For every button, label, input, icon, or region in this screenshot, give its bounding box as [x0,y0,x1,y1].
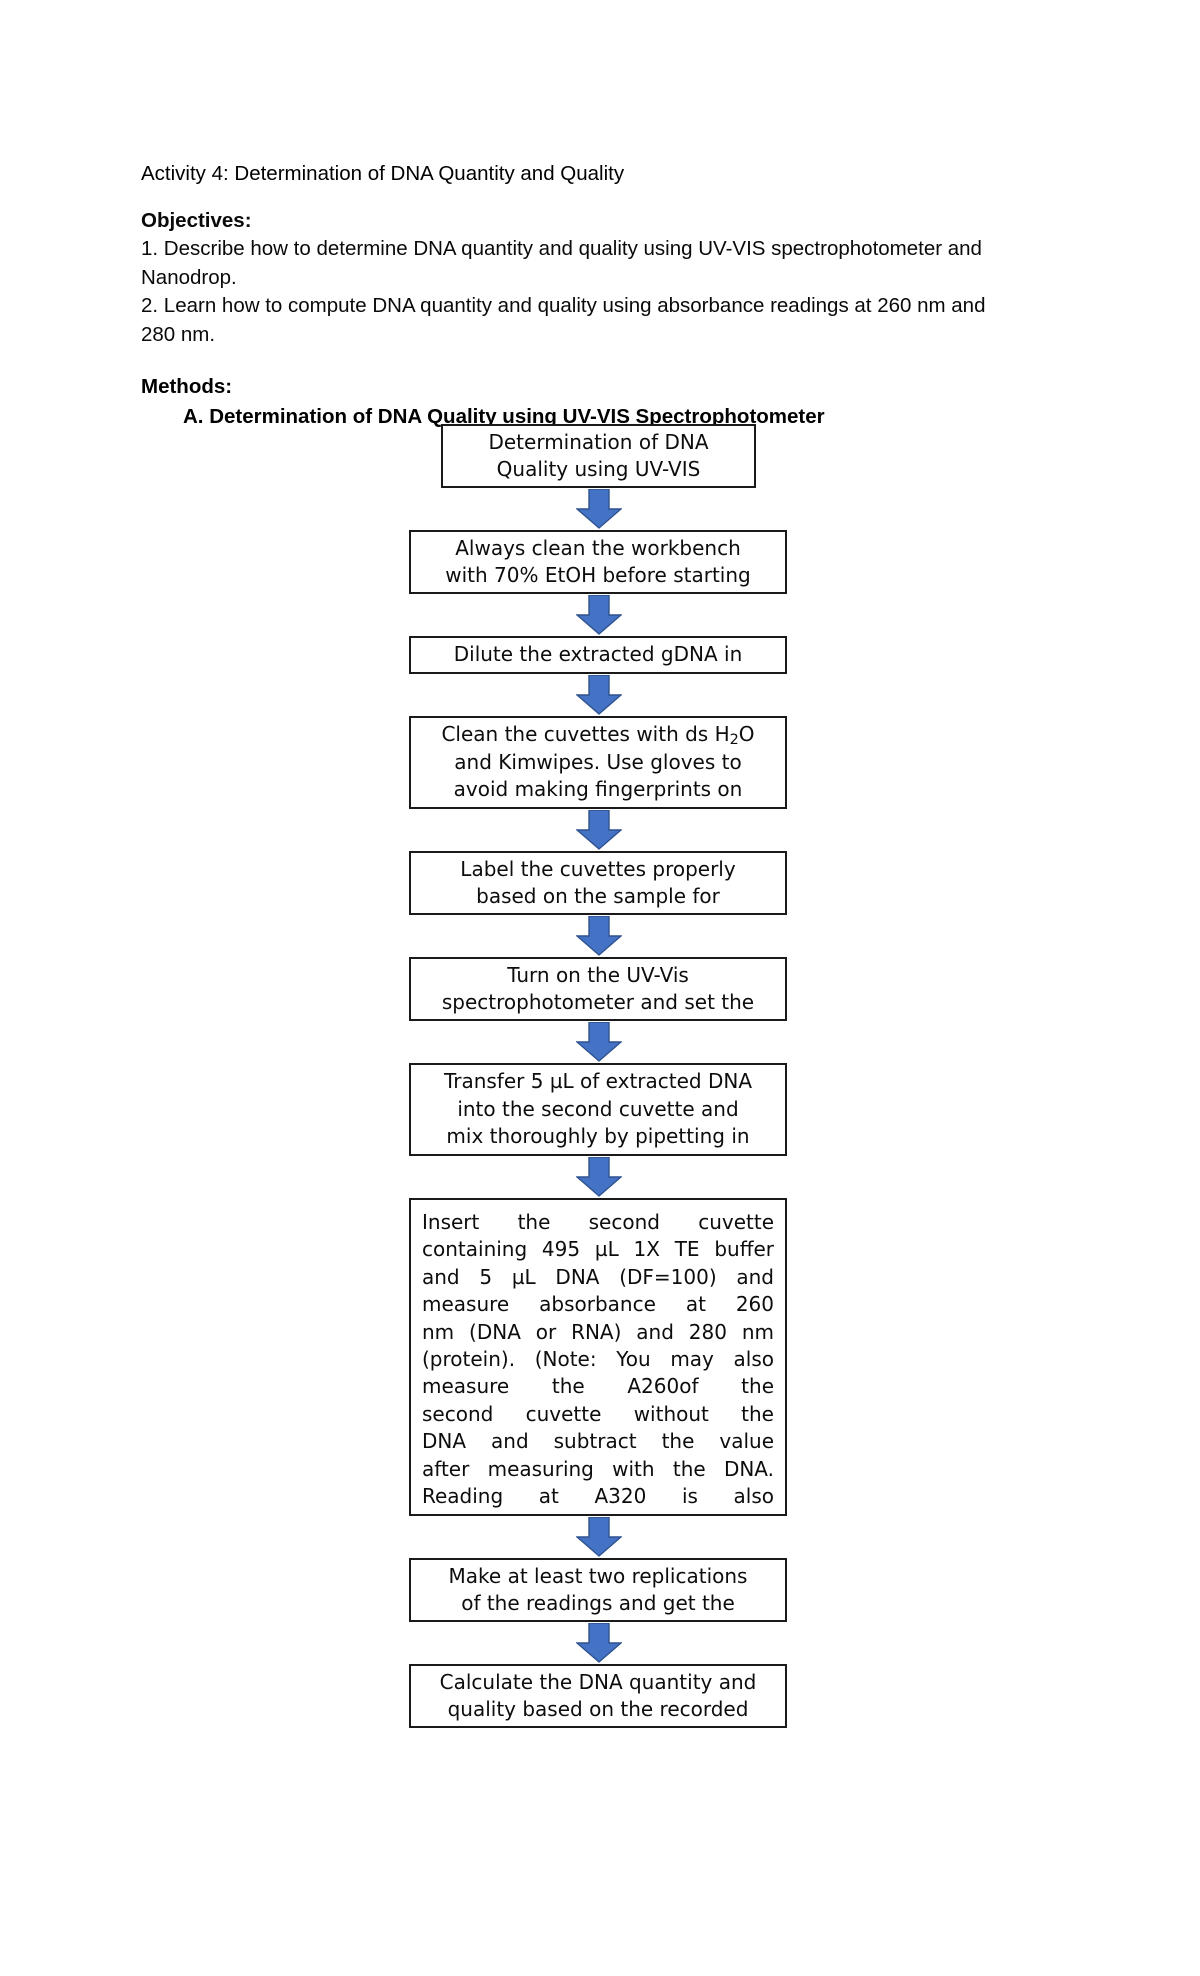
step-transfer-dna-line-3: mix thoroughly by pipetting in [446,1124,750,1149]
step-turn-on-spectrophotometer-label: Turn on the UV-Vis spectrophotometer and … [418,962,778,1017]
down-arrow-icon [576,810,622,850]
step-turn-on-spectrophotometer-line-1: Turn on the UV-Vis [507,962,689,987]
step-turn-on-spectrophotometer: Turn on the UV-Vis spectrophotometer and … [409,957,787,1021]
step-title-line-2: Quality using UV-VIS [496,457,701,481]
step-insert-cuvette-label: Insert the second cuvette containing 495 … [422,1209,774,1510]
step-replications: Make at least two replications of the rea… [409,1558,787,1622]
step-clean-workbench-line-2: with 70% EtOH before starting [445,563,751,587]
objective-item-2: 2. Learn how to compute DNA quantity and… [141,294,992,346]
step-calculate-line-2: quality based on the recorded [447,1697,749,1721]
step-insert-cuvette-line-11: Reading at A320 is also [422,1484,774,1509]
down-arrow-icon [576,1623,622,1663]
objectives-heading: Objectives: [141,208,252,232]
step-insert-cuvette-line-5: nm (DNA or RNA) and 280 nm [422,1319,774,1344]
down-arrow-icon [576,595,622,635]
down-arrow-icon [576,1022,622,1062]
down-arrow-icon [576,1517,622,1557]
step-replications-label: Make at least two replications of the rea… [418,1563,778,1618]
down-arrow-icon [576,1157,622,1197]
step-calculate-label: Calculate the DNA quantity and quality ba… [418,1669,778,1724]
step-label-cuvettes-line-2: based on the sample for [476,884,720,908]
step-title-label: Determination of DNA Quality using UV-VIS [450,429,747,484]
step-insert-cuvette-line-7: measure the A260of the [422,1374,774,1399]
step-insert-cuvette-line-3: and 5 µL DNA (DF=100) and [422,1264,774,1289]
step-transfer-dna-line-2: into the second cuvette and [457,1096,739,1121]
step-clean-workbench-line-1: Always clean the workbench [455,535,741,560]
step-clean-workbench-label: Always clean the workbench with 70% EtOH … [418,535,778,590]
methods-heading: Methods: [141,375,233,398]
step-dilute-gdna-label: Dilute the extracted gDNA in [418,641,778,669]
step-insert-cuvette: Insert the second cuvette containing 495 … [409,1198,787,1516]
step-dilute-gdna: Dilute the extracted gDNA in [409,636,787,674]
step-label-cuvettes: Label the cuvettes properly based on the … [409,851,787,915]
document-text-block: Activity 4: Determination of DNA Quantit… [141,160,1021,431]
step-title: Determination of DNA Quality using UV-VIS [441,424,756,488]
step-insert-cuvette-line-9: DNA and subtract the value [422,1429,774,1454]
objective-item-1: 1. Describe how to determine DNA quantit… [141,237,988,289]
down-arrow-icon [576,675,622,715]
step-label-cuvettes-line-1: Label the cuvettes properly [460,856,736,881]
step-replications-line-1: Make at least two replications [448,1563,748,1588]
step-label-cuvettes-label: Label the cuvettes properly based on the … [418,856,778,911]
step-transfer-dna-line-1: Transfer 5 µL of extracted DNA [443,1069,753,1094]
step-title-line-1: Determination of DNA [488,429,709,454]
step-insert-cuvette-line-10: after measuring with the DNA. [422,1456,774,1481]
step-clean-workbench: Always clean the workbench with 70% EtOH … [409,530,787,594]
step-insert-cuvette-line-8: second cuvette without the [422,1401,774,1426]
down-arrow-icon [576,916,622,956]
step-insert-cuvette-line-1: Insert the second cuvette [422,1210,774,1234]
step-clean-cuvettes-line-1: Clean the cuvettes with ds H2O [441,722,755,749]
down-arrow-icon [576,489,622,529]
subscript-two: 2 [729,732,739,749]
step-clean-cuvettes-line-3: avoid making fingerprints on [453,777,743,802]
step-calculate-line-1: Calculate the DNA quantity and [439,1669,757,1694]
step-turn-on-spectrophotometer-line-2: spectrophotometer and set the [441,990,755,1014]
section-spacer [141,349,1021,373]
step-calculate: Calculate the DNA quantity and quality ba… [409,1664,787,1728]
step-replications-line-2: of the readings and get the [461,1591,735,1615]
activity-title: Activity 4: Determination of DNA Quantit… [141,162,625,185]
step-insert-cuvette-line-4: measure absorbance at 260 [422,1292,774,1317]
step-dilute-gdna-line-1: Dilute the extracted gDNA in [453,642,743,667]
step-clean-cuvettes-line-2: and Kimwipes. Use gloves to [454,749,742,774]
section-a-heading: A. Determination of DNA Quality using UV… [183,405,825,428]
step-insert-cuvette-line-6: (protein). (Note: You may also [422,1347,774,1372]
step-insert-cuvette-line-2: containing 495 µL 1X TE buffer [422,1237,774,1262]
